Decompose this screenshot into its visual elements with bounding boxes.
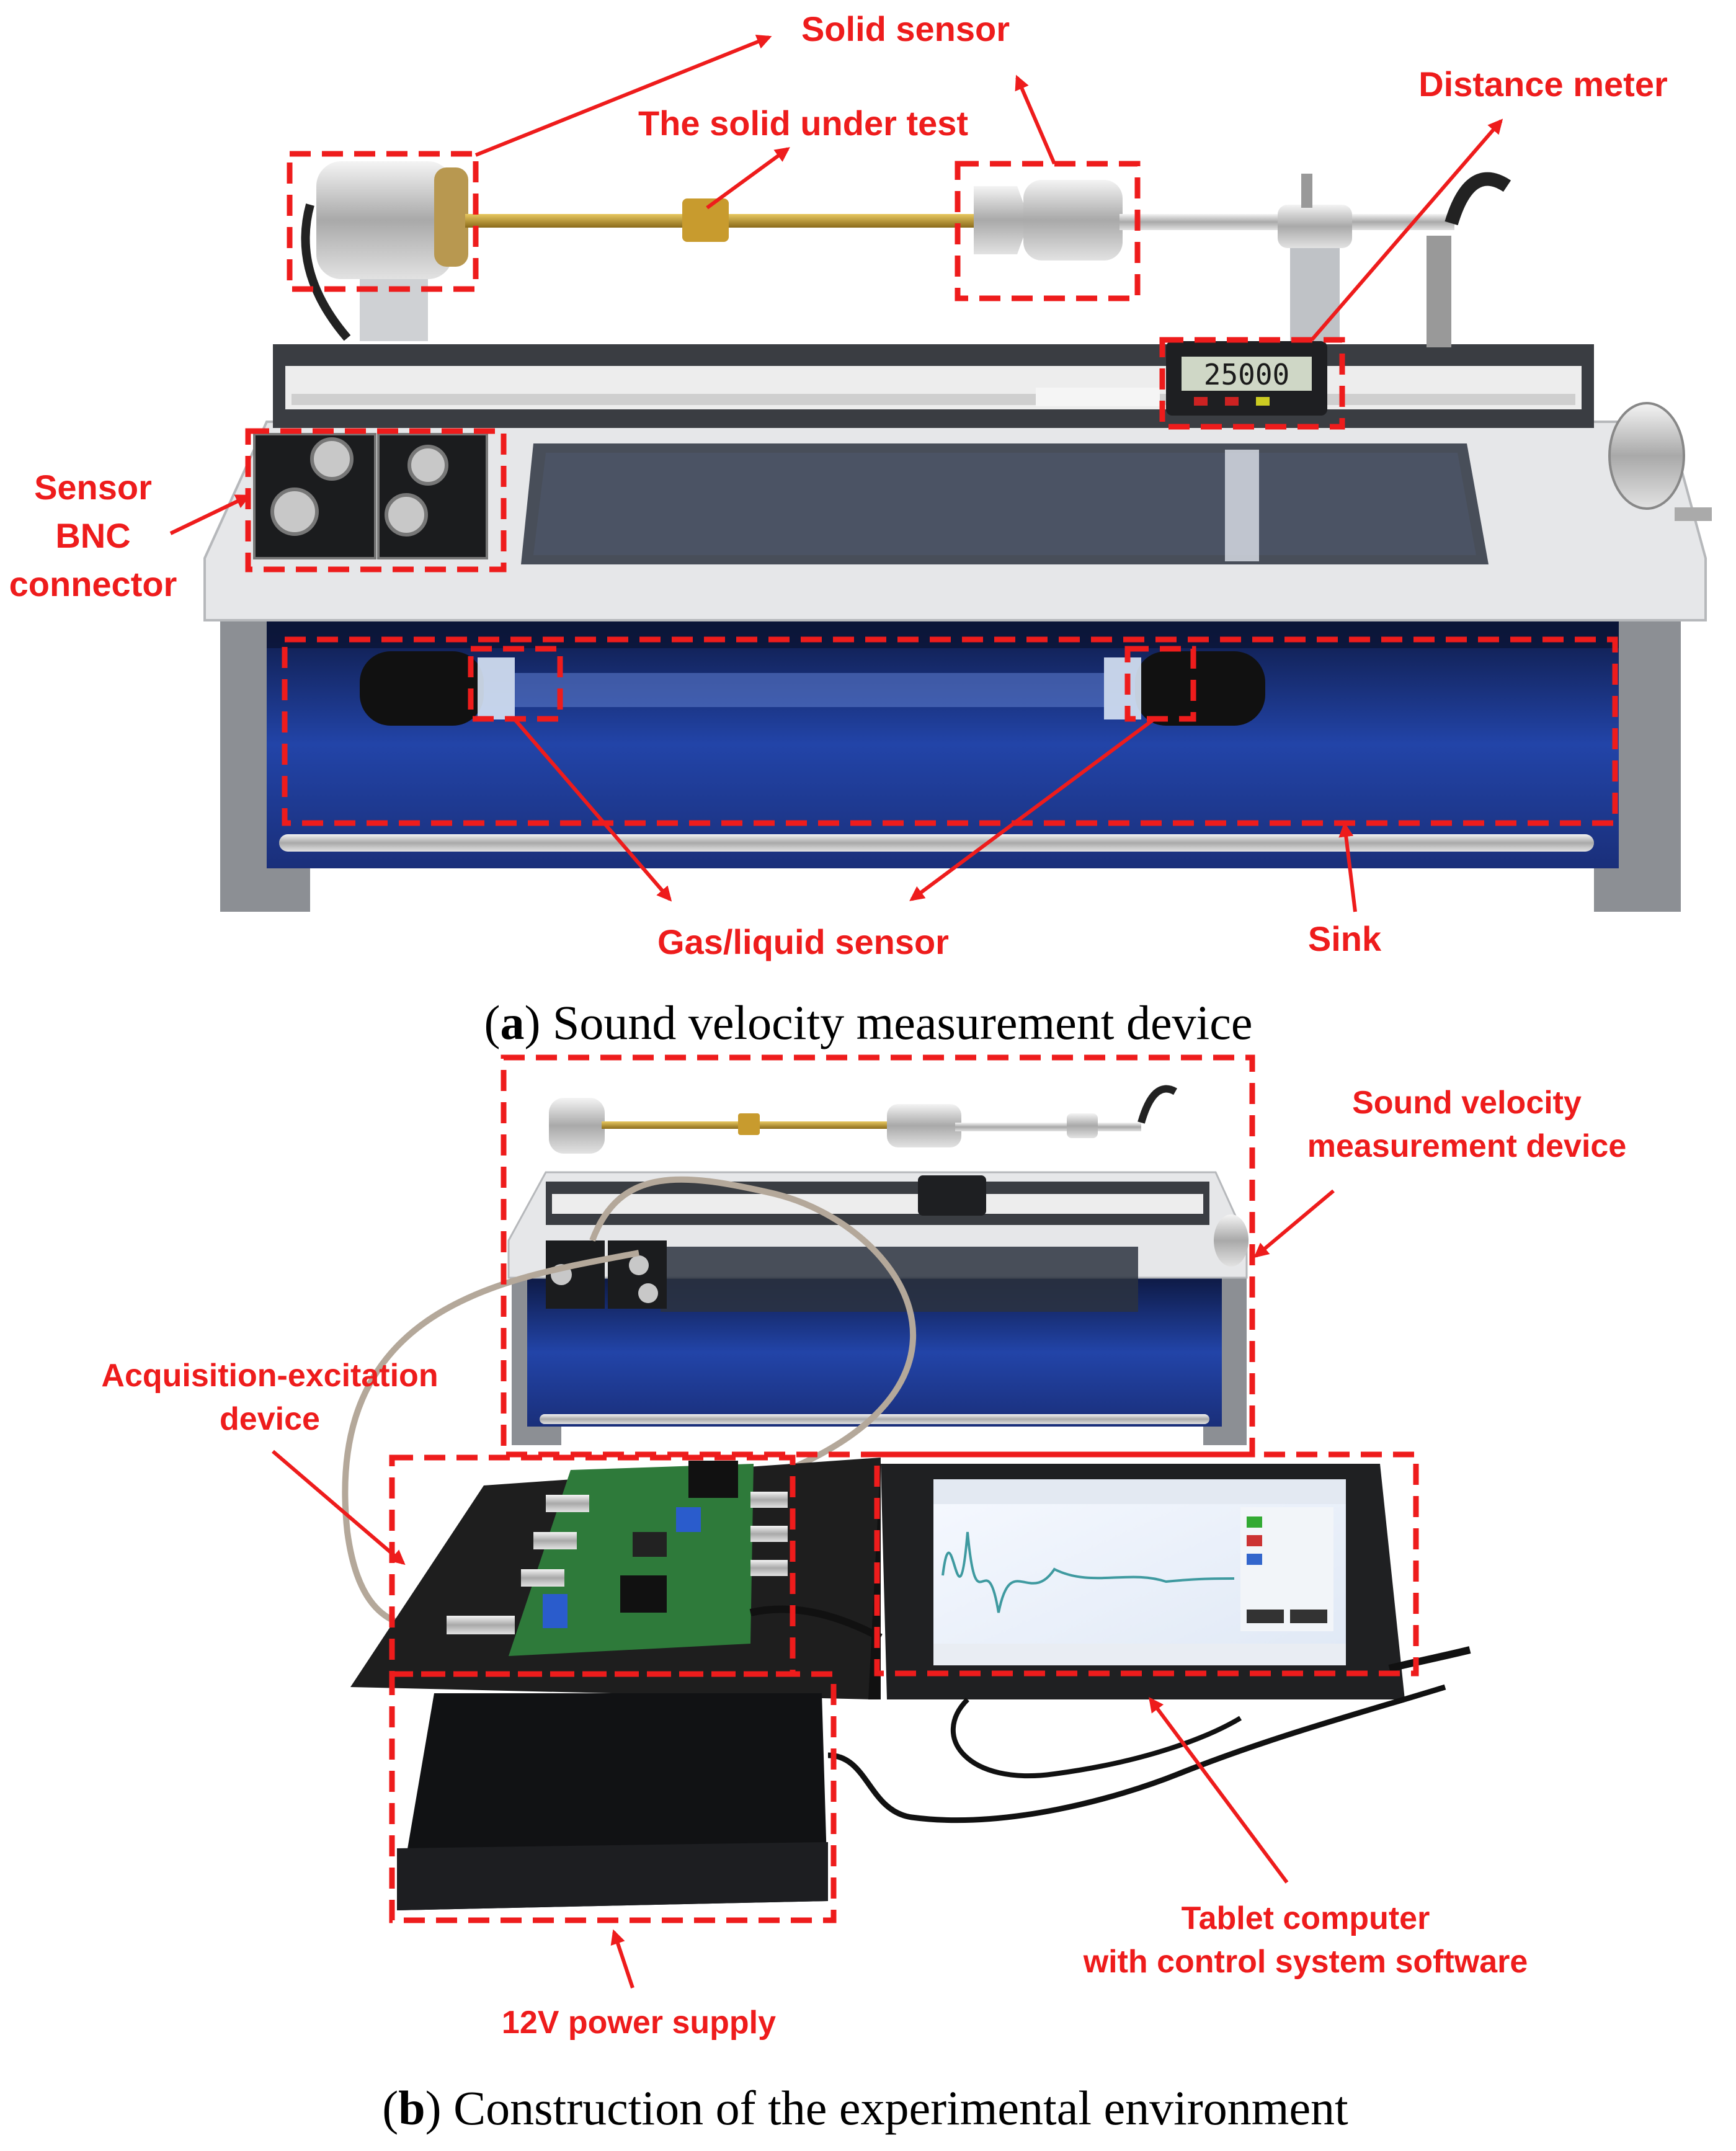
panel-a-photo: 25000 [203, 161, 1712, 912]
label-power-supply: 12V power supply [502, 2005, 776, 2041]
solid-sensor-box-right [955, 161, 1141, 301]
right-solid-sensor [1023, 180, 1123, 261]
label-sensor-bnc-1: Sensor [34, 468, 152, 507]
panel-b-annotations: Sound velocity measurement device Acquis… [101, 1054, 1627, 2041]
panel-b-photo [342, 1085, 1471, 1910]
arrow-acquisition [272, 1450, 406, 1565]
arrow-power-supply [610, 1929, 634, 1988]
arrow-sink [1338, 822, 1357, 912]
sink-box [282, 636, 1618, 826]
arrow-tablet [1149, 1697, 1289, 1884]
label-acq-2: device [220, 1401, 320, 1437]
left-solid-sensor [316, 161, 453, 279]
arrow-svm-device [1253, 1189, 1335, 1258]
arrow-gas-liquid-left [513, 718, 672, 902]
panel-a-annotations: Solid sensor The solid under test Distan… [9, 9, 1668, 961]
caption-b: (b) Construction of the experimental env… [382, 2081, 1348, 2135]
gas-liquid-box-right [1124, 646, 1196, 722]
label-solid-under-test: The solid under test [638, 104, 968, 143]
arrow-sensor-bnc [169, 494, 251, 535]
display-reading: 25000 [1204, 358, 1289, 391]
label-sink: Sink [1308, 919, 1382, 958]
arrow-distance-meter [1310, 118, 1503, 341]
label-svm-device-2: measurement device [1307, 1128, 1627, 1164]
caption-a: (a) Sound velocity measurement device [484, 995, 1253, 1049]
arrow-solid-sensor-right [1015, 74, 1056, 165]
gas-liquid-box-left [468, 646, 563, 722]
arrow-gas-liquid-right [909, 718, 1155, 901]
arrow-solid-sensor-left [474, 35, 772, 157]
arrow-solid-under-test [706, 147, 790, 210]
label-sensor-bnc-3: connector [9, 564, 177, 603]
tablet-box [874, 1451, 1419, 1677]
caption-b-text: Construction of the experimental environ… [442, 2081, 1348, 2135]
distance-meter-box [1159, 337, 1345, 430]
label-tablet-2: with control system software [1083, 1944, 1528, 1980]
label-gas-liquid-sensor: Gas/liquid sensor [657, 922, 949, 961]
label-acq-1: Acquisition-excitation [101, 1358, 438, 1394]
label-distance-meter: Distance meter [1418, 65, 1668, 104]
label-sensor-bnc-2: BNC [55, 516, 130, 555]
caption-b-letter: b [398, 2081, 425, 2135]
label-solid-sensor: Solid sensor [801, 9, 1010, 48]
label-svm-device-1: Sound velocity [1352, 1085, 1582, 1121]
caption-a-text: Sound velocity measurement device [540, 995, 1252, 1049]
caption-a-letter: a [501, 995, 525, 1049]
label-tablet-1: Tablet computer [1182, 1900, 1430, 1936]
power-supply-box [389, 1671, 837, 1923]
